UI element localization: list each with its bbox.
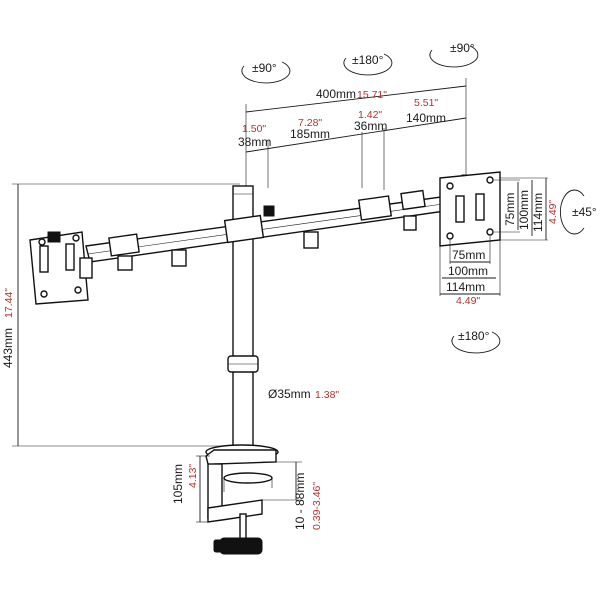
height-mm-label: 443mm: [1, 328, 15, 368]
vesa-h-in-label: 4.49": [456, 295, 480, 307]
seg1-mm-label: 185mm: [290, 127, 330, 141]
height-in-label: 17.44": [3, 288, 15, 318]
left-vesa-plate: [29, 231, 93, 305]
clamp-in-label: 4.13": [187, 464, 199, 488]
vesa-v-75-label: 75mm: [503, 193, 517, 226]
vesa-h-75-label: 75mm: [452, 248, 485, 262]
vesa-v-100-label: 100mm: [517, 190, 531, 230]
seg3-in-label: 5.51": [414, 97, 438, 109]
desk-thickness-mm-label: 10 - 88mm: [293, 473, 307, 530]
pole-diameter-in-label: 1.38": [315, 389, 339, 401]
offset-in-label: 1.50": [242, 123, 266, 135]
rotation-arrows: [241, 45, 585, 354]
rotate-arrow-center: [343, 53, 393, 76]
cross-arm: [85, 174, 471, 271]
offset-mm-label: 38mm: [238, 135, 271, 149]
seg2-in-label: 1.42": [358, 109, 382, 121]
vesa-vertical-dims: [494, 177, 548, 241]
rotation-left-label: ±90°: [252, 61, 277, 75]
span-mm-label: 400mm: [316, 87, 356, 101]
vesa-v-in-label: 4.49": [547, 200, 559, 224]
tilt-label: ±45°: [572, 205, 597, 219]
seg2-mm-label: 36mm: [354, 119, 387, 133]
rotate-arrow-right: [429, 45, 479, 68]
height-dimension-line: [12, 183, 240, 447]
pole-diameter-mm-label: Ø35mm: [268, 387, 311, 401]
desk-clamp: [205, 444, 279, 555]
swivel-arrow: [451, 331, 501, 354]
clamp-dims: [196, 455, 302, 523]
vesa-h-114-label: 114mm: [446, 280, 485, 294]
clamp-mm-label: 105mm: [171, 464, 185, 504]
right-vesa-plate: [439, 171, 501, 247]
vesa-h-100-label: 100mm: [448, 264, 488, 278]
span-in-label: 15.71": [357, 89, 387, 101]
tilt-arrow: [559, 189, 585, 235]
rotate-arrow-left: [241, 61, 291, 84]
vesa-horizontal-dims: [439, 236, 501, 296]
desk-thickness-in-label: 0.39-3.46": [311, 482, 323, 530]
rotation-center-label: ±180°: [352, 53, 384, 67]
rotation-right-label: ±90°: [450, 41, 475, 55]
seg1-in-label: 7.28": [298, 117, 322, 129]
swivel-label: ±180°: [458, 329, 490, 343]
seg3-mm-label: 140mm: [406, 111, 446, 125]
vesa-v-114-label: 114mm: [531, 193, 545, 232]
top-dimension-lines: [245, 78, 467, 190]
